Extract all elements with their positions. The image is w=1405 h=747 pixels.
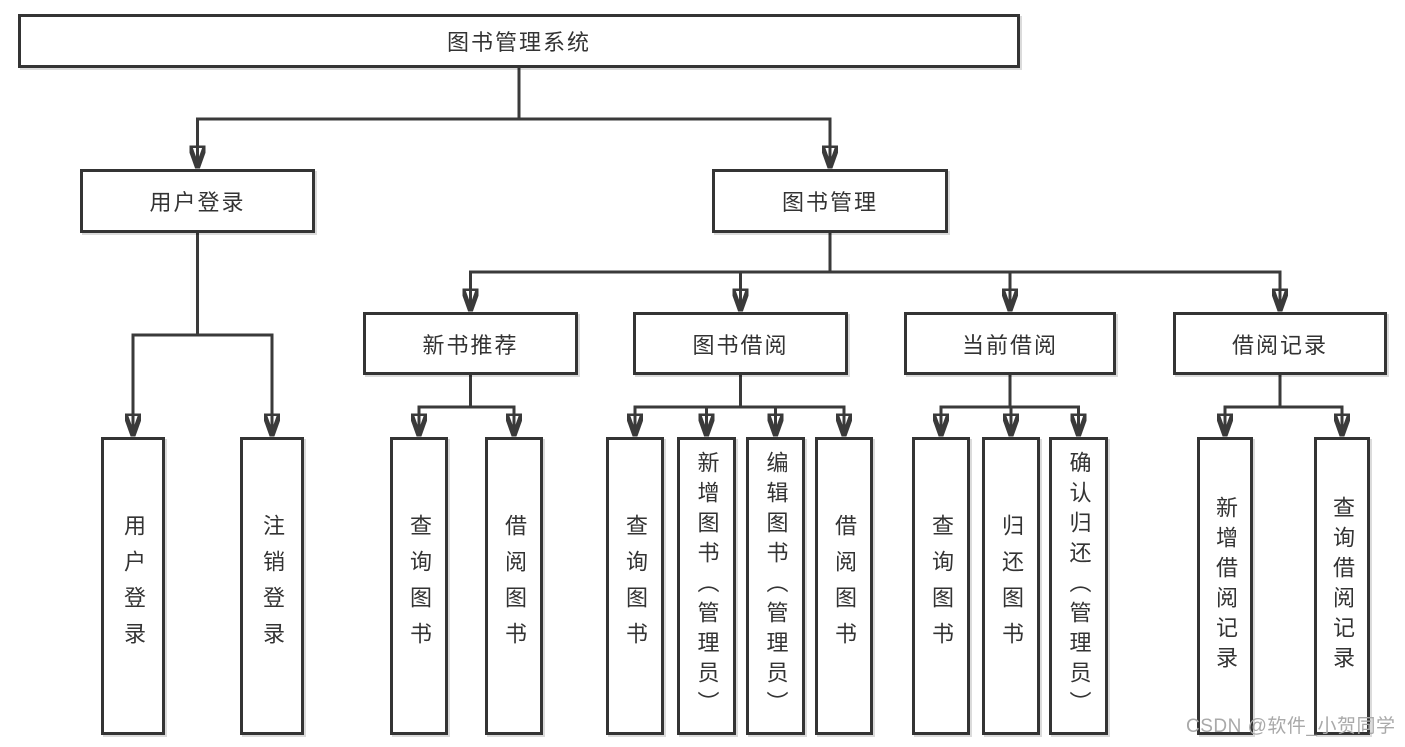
leaf-current-query-books: 查询图书	[912, 437, 970, 735]
leaf-label: 新增图书（管理员）	[694, 451, 720, 721]
leaf-newbook-borrow-books: 借阅图书	[485, 437, 543, 735]
leaf-records-add-record: 新增借阅记录	[1197, 437, 1253, 735]
node-label: 图书管理系统	[446, 30, 591, 55]
leaf-user-login: 用户登录	[101, 437, 165, 735]
leaf-current-confirm-return-admin: 确认归还（管理员）	[1049, 437, 1108, 735]
leaf-label: 借阅图书	[832, 514, 857, 658]
node-label: 图书管理	[781, 190, 878, 215]
leaf-borrowing-borrow-books: 借阅图书	[815, 437, 873, 735]
node-new-book-recommend: 新书推荐	[363, 312, 578, 375]
node-label: 用户登录	[149, 190, 246, 215]
node-label: 新书推荐	[422, 332, 519, 358]
leaf-logout-login: 注销登录	[240, 437, 304, 735]
leaf-borrowing-edit-book-admin: 编辑图书（管理员）	[746, 437, 805, 735]
node-book-management: 图书管理	[712, 169, 948, 233]
leaf-records-query-record: 查询借阅记录	[1314, 437, 1370, 735]
leaf-label: 查询图书	[623, 514, 648, 658]
node-label: 当前借阅	[961, 332, 1058, 358]
leaf-current-return-books: 归还图书	[982, 437, 1040, 735]
leaf-label: 新增借阅记录	[1213, 496, 1238, 676]
node-label: 借阅记录	[1231, 332, 1328, 358]
leaf-label: 查询图书	[407, 514, 432, 658]
leaf-label: 借阅图书	[502, 514, 527, 658]
leaf-label: 用户登录	[121, 514, 146, 658]
node-borrowing-records: 借阅记录	[1173, 312, 1387, 375]
leaf-newbook-query-books: 查询图书	[390, 437, 448, 735]
leaf-label: 编辑图书（管理员）	[763, 451, 789, 721]
node-library-management-system: 图书管理系统	[18, 14, 1020, 68]
leaf-borrowing-add-book-admin: 新增图书（管理员）	[677, 437, 736, 735]
leaf-label: 查询图书	[929, 514, 954, 658]
leaf-label: 注销登录	[260, 514, 285, 658]
node-book-borrowing: 图书借阅	[633, 312, 848, 375]
node-user-login: 用户登录	[80, 169, 315, 233]
leaf-label: 确认归还（管理员）	[1066, 451, 1092, 721]
leaf-label: 查询借阅记录	[1330, 496, 1355, 676]
leaf-label: 归还图书	[999, 514, 1024, 658]
csdn-watermark: CSDN @软件_小贺同学	[1186, 716, 1396, 737]
node-label: 图书借阅	[692, 332, 789, 358]
leaf-borrowing-query-books: 查询图书	[606, 437, 664, 735]
node-current-borrowing: 当前借阅	[904, 312, 1116, 375]
